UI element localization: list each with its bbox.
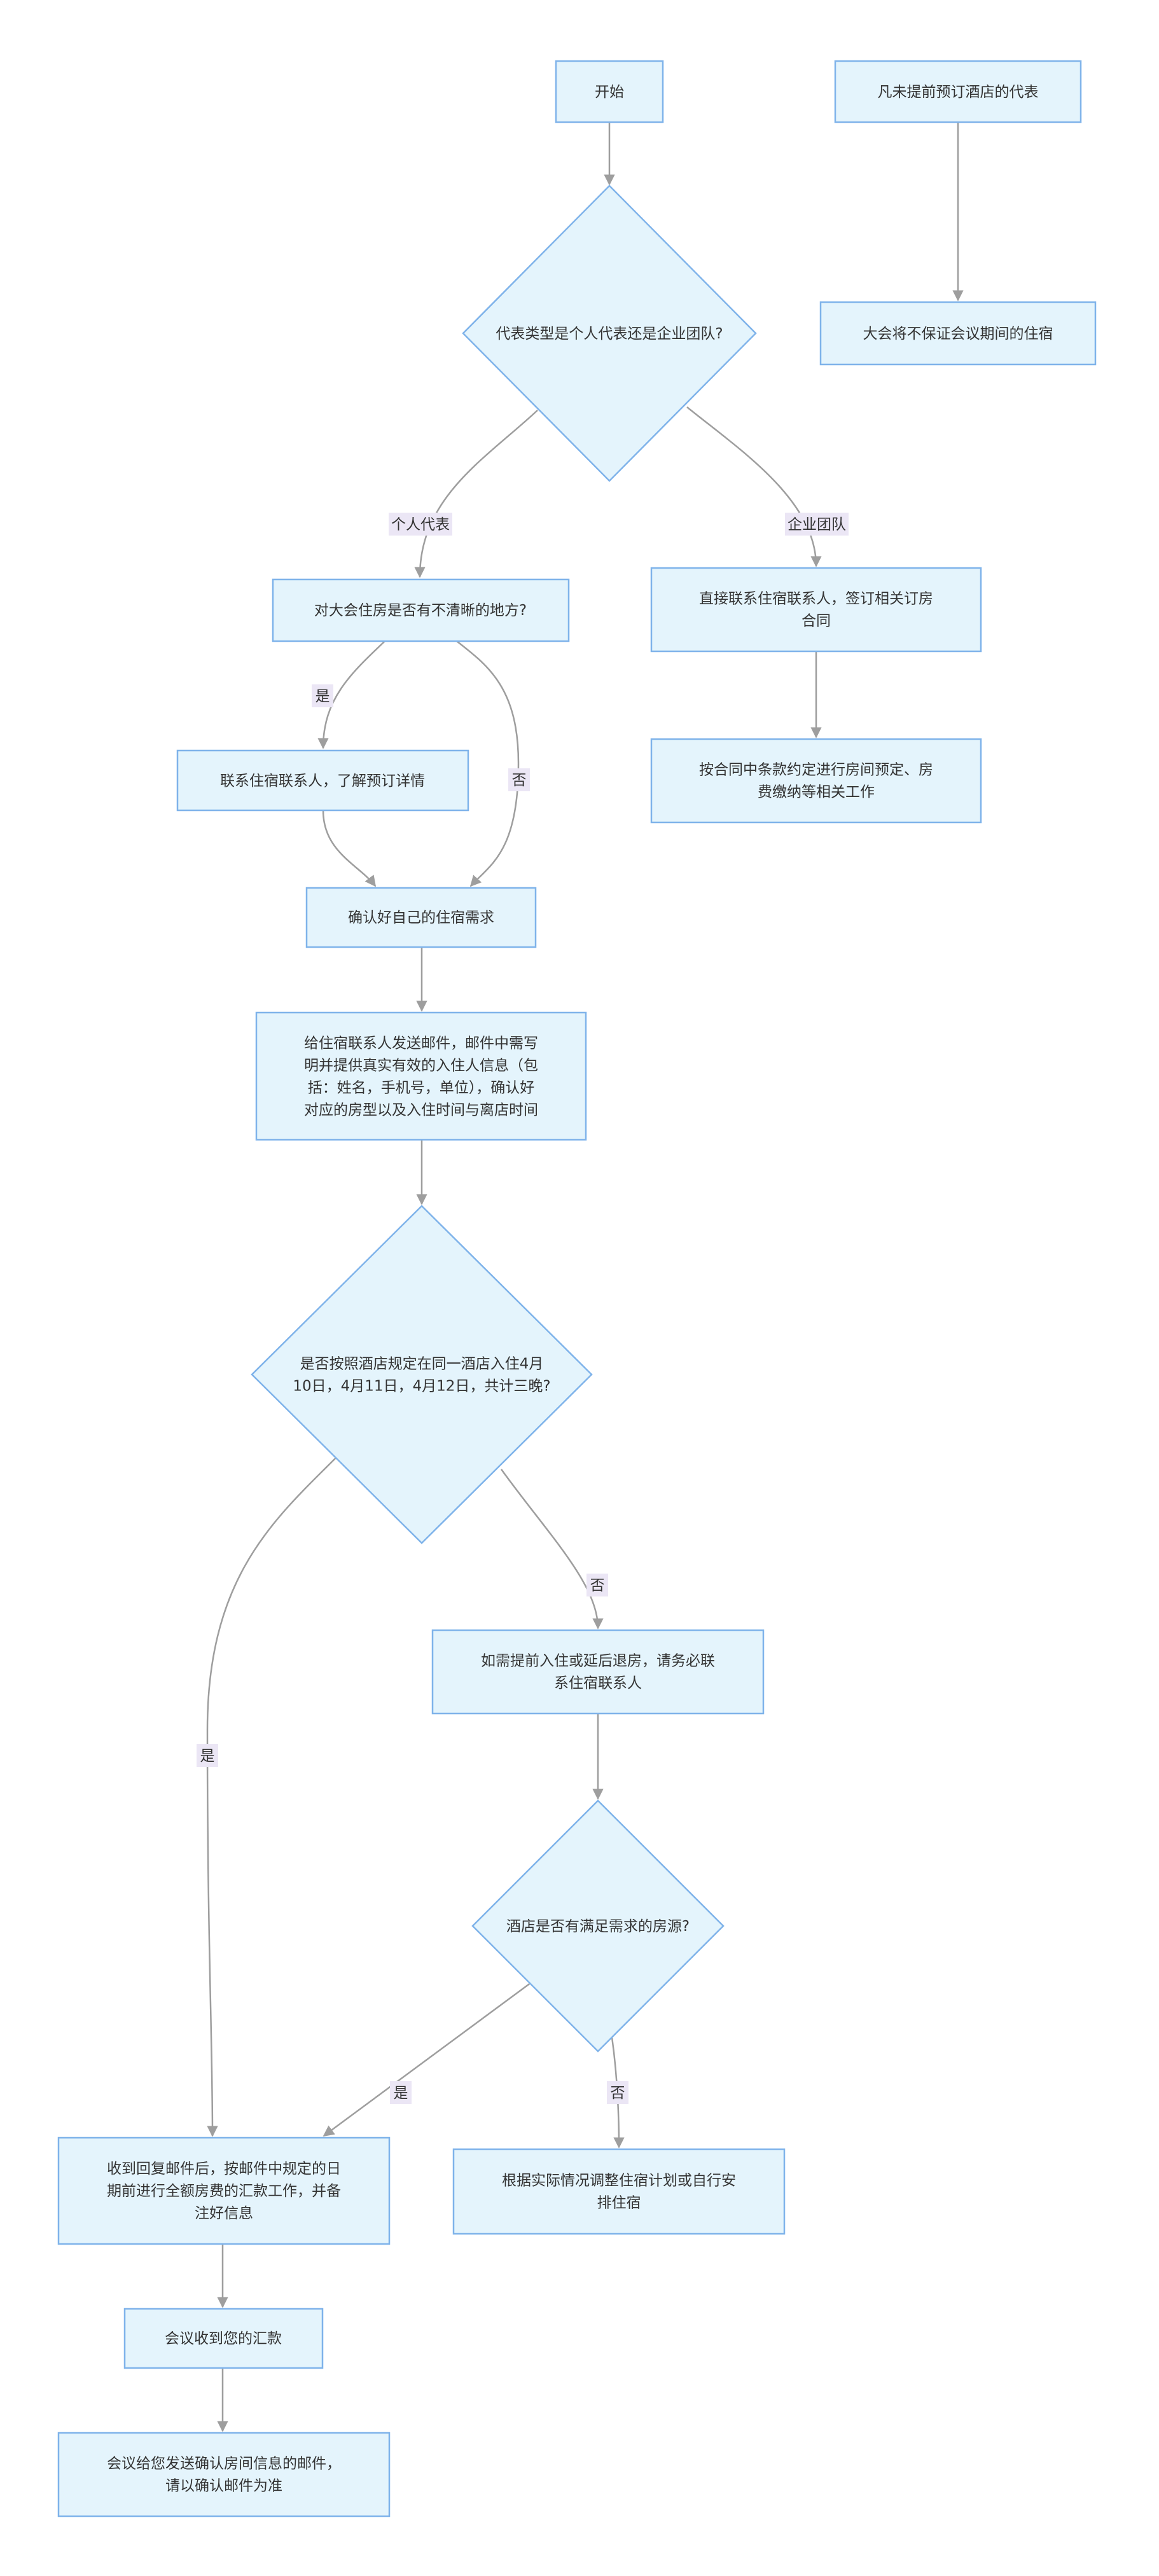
node-received[interactable]: 会议收到您的汇款 [123, 2308, 324, 2369]
edge-label-rooms-yes: 是 [390, 2081, 412, 2104]
node-no-guarantee[interactable]: 大会将不保证会议期间的住宿 [819, 301, 1097, 366]
decision-rooms-available[interactable]: 酒店是否有满足需求的房源? [471, 1799, 725, 2053]
node-contact-details[interactable]: 联系住宿联系人，了解预订详情 [176, 749, 469, 812]
node-early-late-text: 如需提前入住或延后退房，请务必联系住宿联系人 [481, 1653, 715, 1692]
node-text-line: 请以确认邮件为准 [165, 2478, 282, 2495]
node-text-line: 系住宿联系人 [554, 1675, 642, 1692]
node-text-line: 注好信息 [195, 2205, 253, 2222]
node-start-text: 开始 [595, 84, 624, 100]
node-text-line: 会议给您发送确认房间信息的邮件， [107, 2456, 341, 2472]
edge-label-nights-no: 否 [586, 1574, 608, 1596]
svg-text:否: 否 [590, 1577, 605, 1594]
node-contact-details-text: 联系住宿联系人，了解预订详情 [220, 773, 425, 789]
node-text-line: 10日，4月11日，4月12日，共计三晚? [293, 1378, 550, 1395]
decision-three-nights-text: 是否按照酒店规定在同一酒店入住4月 10日，4月11日，4月12日，共计三晚? [293, 1356, 550, 1395]
node-text-line: 根据实际情况调整住宿计划或自行安 [502, 2173, 736, 2189]
decision-three-nights[interactable]: 是否按照酒店规定在同一酒店入住4月 10日，4月11日，4月12日，共计三晚? [251, 1205, 593, 1544]
node-text-line: 按合同中条款约定进行房间预定、房 [699, 762, 933, 779]
node-unclear[interactable]: 对大会住房是否有不清晰的地方? [272, 578, 570, 642]
node-start[interactable]: 开始 [555, 60, 664, 123]
edges [206, 122, 964, 2432]
node-confirm-needs-text: 确认好自己的住宿需求 [348, 910, 494, 926]
edge-rep-type-to-contact-contract [686, 406, 822, 567]
svg-text:否: 否 [611, 2085, 625, 2102]
edge-contact-details-to-confirm-needs [322, 810, 377, 887]
node-text-line: 对大会住房是否有不清晰的地方? [314, 602, 527, 619]
node-text-line: 开始 [595, 84, 624, 100]
edge-labels: 个人代表 企业团队 是 否 否 是 是 否 [197, 513, 849, 2104]
node-text-line: 酒店是否有满足需求的房源? [506, 1918, 690, 1935]
svg-text:是: 是 [200, 1748, 215, 1764]
node-no-booking-text: 凡未提前预订酒店的代表 [878, 84, 1039, 100]
decision-rooms-available-text: 酒店是否有满足需求的房源? [506, 1918, 690, 1935]
decision-rep-type-text: 代表类型是个人代表还是企业团队? [496, 326, 723, 342]
node-adjust[interactable]: 根据实际情况调整住宿计划或自行安排住宿 [452, 2148, 786, 2235]
node-text-line: 费缴纳等相关工作 [758, 784, 875, 801]
edge-label-individual: 个人代表 [389, 513, 452, 536]
node-contact-contract[interactable]: 直接联系住宿联系人，签订相关订房合同 [650, 567, 982, 653]
node-received-text: 会议收到您的汇款 [165, 2330, 282, 2347]
node-adjust-text: 根据实际情况调整住宿计划或自行安排住宿 [502, 2173, 736, 2212]
node-confirm-needs[interactable]: 确认好自己的住宿需求 [305, 887, 537, 948]
svg-text:是: 是 [394, 2085, 408, 2102]
node-contract-terms-text: 按合同中条款约定进行房间预定、房费缴纳等相关工作 [699, 762, 933, 801]
node-no-booking[interactable]: 凡未提前预订酒店的代表 [834, 60, 1082, 123]
decision-rep-type[interactable]: 代表类型是个人代表还是企业团队? [462, 184, 757, 482]
node-text-line: 括：姓名，手机号，单位），确认好 [308, 1080, 535, 1097]
node-text-line: 直接联系住宿联系人，签订相关订房 [699, 591, 933, 607]
edge-rooms-to-pay [323, 1981, 532, 2137]
node-no-guarantee-text: 大会将不保证会议期间的住宿 [863, 326, 1053, 342]
node-text-line: 排住宿 [597, 2195, 641, 2212]
node-text-line: 代表类型是个人代表还是企业团队? [496, 326, 723, 342]
node-text-line: 联系住宿联系人，了解预订详情 [220, 773, 425, 789]
node-text-line: 凡未提前预订酒店的代表 [878, 84, 1039, 100]
edge-three-nights-to-pay [206, 1457, 337, 2137]
node-confirm-email-text: 会议给您发送确认房间信息的邮件， 请以确认邮件为准 [107, 2456, 341, 2495]
node-confirm-email[interactable]: 会议给您发送确认房间信息的邮件， 请以确认邮件为准 [57, 2432, 391, 2517]
node-text-line: 是否按照酒店规定在同一酒店入住4月 [300, 1356, 544, 1373]
node-text-line: 对应的房型以及入住时间与离店时间 [304, 1102, 538, 1119]
edge-label-rooms-no: 否 [607, 2081, 628, 2104]
svg-text:企业团队: 企业团队 [788, 516, 846, 533]
node-pay[interactable]: 收到回复邮件后，按邮件中规定的日期前进行全额房费的汇款工作，并备注好信息 [57, 2136, 391, 2245]
edge-label-unclear-no: 否 [508, 768, 530, 791]
edge-label-nights-yes: 是 [197, 1744, 218, 1767]
edge-rep-type-to-unclear [414, 410, 538, 578]
node-early-late[interactable]: 如需提前入住或延后退房，请务必联系住宿联系人 [431, 1629, 765, 1715]
node-text-line: 如需提前入住或延后退房，请务必联 [481, 1653, 715, 1670]
svg-text:个人代表: 个人代表 [391, 516, 450, 533]
node-send-email[interactable]: 给住宿联系人发送邮件，邮件中需写明并提供真实有效的入住人信息（包括：姓名，手机号… [255, 1011, 587, 1141]
edge-label-corporate: 企业团队 [785, 513, 849, 536]
node-text-line: 明并提供真实有效的入住人信息（包 [304, 1058, 538, 1074]
svg-text:是: 是 [316, 688, 330, 705]
node-contact-contract-text: 直接联系住宿联系人，签订相关订房合同 [699, 591, 933, 630]
node-text-line: 收到回复邮件后，按邮件中规定的日 [107, 2161, 341, 2177]
node-contract-terms[interactable]: 按合同中条款约定进行房间预定、房费缴纳等相关工作 [650, 738, 982, 824]
node-text-line: 大会将不保证会议期间的住宿 [863, 326, 1053, 342]
node-text-line: 给住宿联系人发送邮件，邮件中需写 [304, 1035, 538, 1052]
node-text-line: 期前进行全额房费的汇款工作，并备 [107, 2183, 341, 2199]
node-text-line: 会议收到您的汇款 [165, 2330, 282, 2347]
node-send-email-text: 给住宿联系人发送邮件，邮件中需写明并提供真实有效的入住人信息（包括：姓名，手机号… [304, 1035, 538, 1119]
svg-text:否: 否 [512, 772, 527, 789]
edge-label-unclear-yes: 是 [312, 684, 333, 707]
node-text-line: 合同 [802, 613, 831, 630]
node-unclear-text: 对大会住房是否有不清晰的地方? [314, 602, 527, 619]
edge-unclear-to-confirm-needs [456, 641, 520, 887]
edge-three-nights-to-early-late [500, 1469, 604, 1630]
nodes: 开始 凡未提前预订酒店的代表 大会将不保证会议期间的住宿 代表类型是个人代表还是… [57, 60, 1097, 2517]
node-pay-text: 收到回复邮件后，按邮件中规定的日期前进行全额房费的汇款工作，并备注好信息 [107, 2161, 341, 2222]
node-text-line: 确认好自己的住宿需求 [348, 910, 494, 926]
edge-unclear-to-contact-details [317, 641, 385, 749]
